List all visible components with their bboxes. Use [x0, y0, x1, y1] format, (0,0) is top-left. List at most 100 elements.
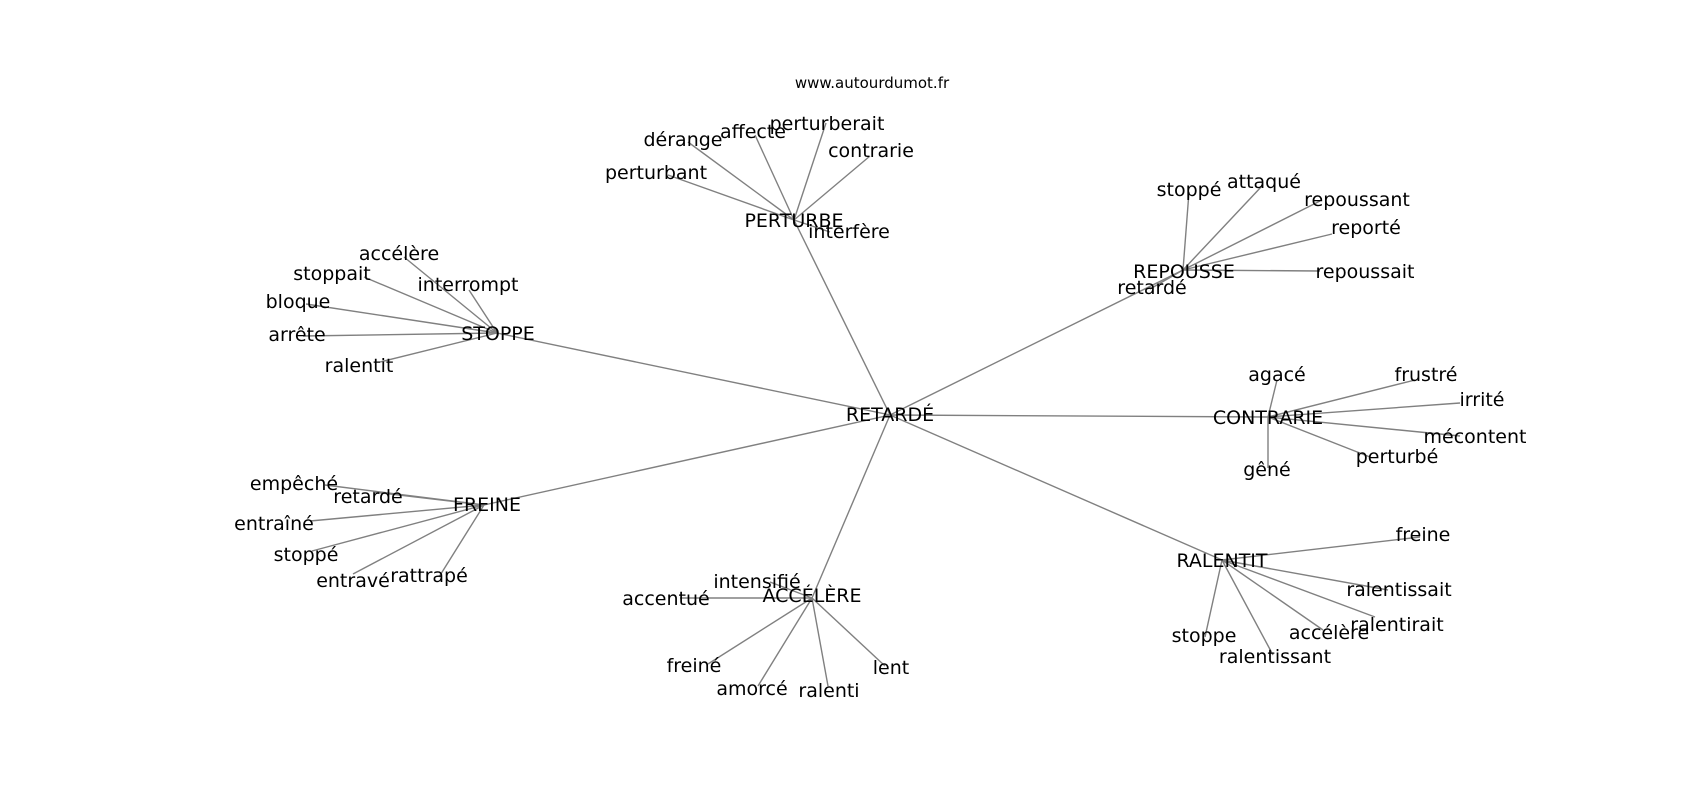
graph-labels: www.autourdumot.fr RETARDÉ PERTURBE dérang…: [234, 74, 1526, 702]
leaf-node-repousse-attaque[interactable]: attaqué: [1227, 171, 1301, 193]
leaf-node-contrarie-irrite[interactable]: irrité: [1460, 389, 1505, 411]
edge-center-contrarie: [889, 414, 1269, 418]
leaf-node-stoppe-interrompt[interactable]: interrompt: [418, 274, 519, 296]
cluster-node-contrarie[interactable]: CONTRARIE: [1213, 407, 1323, 429]
leaf-node-perturbe-contrarie[interactable]: contrarie: [828, 140, 914, 162]
leaf-node-stoppe-bloque[interactable]: bloque: [266, 291, 331, 313]
edge-accelere-freine: [707, 597, 813, 665]
cluster-node-repousse[interactable]: REPOUSSE: [1133, 261, 1235, 283]
leaf-node-ralentit-ralentirait[interactable]: ralentirait: [1350, 614, 1443, 636]
edge-repousse-reporte: [1182, 233, 1333, 271]
edge-repousse-repoussait: [1182, 269, 1321, 272]
edge-perturbe-interfere: [793, 219, 831, 233]
leaf-node-accelere-freine[interactable]: freiné: [667, 655, 722, 677]
edge-freine-entraine: [309, 504, 485, 522]
center-node-label[interactable]: RETARDÉ: [846, 403, 934, 426]
edge-stoppe-interrompt: [468, 289, 498, 334]
edge-stoppe-ralentit: [379, 332, 498, 363]
edge-center-repousse: [889, 269, 1184, 416]
edge-ralentit-ralentissait: [1221, 559, 1389, 591]
leaf-node-repousse-retarde[interactable]: retardé: [1117, 277, 1186, 299]
edge-center-perturbe: [793, 219, 891, 416]
edge-stoppe-bloque: [305, 303, 498, 334]
edge-perturbe-contrarie: [793, 155, 871, 221]
edge-repousse-attaque: [1182, 185, 1263, 271]
edge-accelere-amorce: [757, 597, 813, 687]
leaf-node-freine-stoppe[interactable]: stoppé: [274, 544, 339, 566]
edge-contrarie-perturbe: [1267, 416, 1371, 458]
edge-center-ralentit: [889, 414, 1223, 561]
leaf-node-repousse-repoussait[interactable]: repoussait: [1316, 261, 1415, 283]
edge-perturbe-perturberait: [793, 122, 827, 221]
edge-ralentit-accelere: [1221, 559, 1324, 631]
leaf-node-freine-empeche[interactable]: empêché: [250, 473, 338, 495]
leaf-node-perturbe-affecte[interactable]: affecte: [720, 121, 786, 143]
leaf-node-perturbe-perturbant[interactable]: perturbant: [605, 162, 707, 184]
edge-repousse-stoppe: [1182, 191, 1190, 271]
edge-contrarie-mecontent: [1267, 416, 1461, 437]
edge-repousse-repoussant: [1182, 200, 1321, 271]
leaf-node-stoppe-accelere[interactable]: accélère: [359, 243, 439, 265]
edge-perturbe-derange: [687, 141, 795, 221]
edge-ralentit-freine: [1221, 536, 1421, 561]
leaf-node-contrarie-perturbe[interactable]: perturbé: [1356, 446, 1439, 468]
edge-repousse-retarde: [1149, 269, 1184, 290]
edge-center-accelere: [811, 414, 891, 599]
leaf-node-contrarie-frustre[interactable]: frustré: [1395, 364, 1458, 386]
leaf-node-accelere-amorce[interactable]: amorcé: [716, 678, 787, 700]
leaf-node-contrarie-gene[interactable]: gêné: [1243, 459, 1290, 481]
leaf-node-repousse-stoppe[interactable]: stoppé: [1157, 179, 1222, 201]
leaf-node-accelere-accentue[interactable]: accentué: [622, 588, 709, 610]
leaf-node-ralentit-ralentissant[interactable]: ralentissant: [1219, 646, 1331, 668]
edge-center-freine: [483, 414, 891, 506]
leaf-node-freine-entraine[interactable]: entraîné: [234, 513, 314, 535]
leaf-node-ralentit-stoppe[interactable]: stoppe: [1172, 625, 1237, 647]
cluster-node-perturbe[interactable]: PERTURBE: [744, 210, 843, 232]
edge-center-stoppe: [496, 332, 891, 416]
leaf-node-contrarie-agace[interactable]: agacé: [1248, 364, 1305, 386]
leaf-node-ralentit-accelere[interactable]: accélère: [1289, 622, 1369, 644]
edge-stoppe-accelere: [403, 256, 498, 334]
leaf-node-perturbe-interfere[interactable]: interfère: [808, 221, 890, 243]
leaf-node-perturbe-derange[interactable]: dérange: [644, 129, 723, 151]
leaf-node-repousse-reporte[interactable]: reporté: [1331, 217, 1401, 239]
cluster-node-freine[interactable]: FREINE: [453, 494, 521, 516]
edge-contrarie-frustre: [1267, 379, 1416, 418]
edge-freine-stoppe: [311, 504, 485, 552]
edge-accelere-intensifie: [769, 581, 813, 599]
leaf-node-freine-entrave[interactable]: entravé: [316, 570, 390, 592]
edge-accelere-lent: [811, 597, 886, 667]
cluster-node-stoppe[interactable]: STOPPE: [461, 323, 535, 345]
edge-ralentit-ralentissant: [1221, 559, 1274, 656]
cluster-node-accelere[interactable]: ACCÉLÈRE: [763, 584, 862, 607]
leaf-node-accelere-ralenti[interactable]: ralenti: [798, 680, 859, 702]
edge-freine-rattrape: [438, 504, 485, 578]
leaf-node-freine-retarde[interactable]: retardé: [333, 486, 402, 508]
leaf-node-ralentit-freine[interactable]: freine: [1396, 524, 1451, 546]
leaf-node-accelere-lent[interactable]: lent: [873, 657, 909, 679]
edge-stoppe-stoppait: [363, 276, 498, 334]
edge-contrarie-irrite: [1267, 402, 1461, 418]
graph-edges: [302, 122, 1461, 687]
site-url: www.autourdumot.fr: [795, 74, 950, 92]
leaf-node-stoppe-ralentit[interactable]: ralentit: [325, 355, 394, 377]
edge-accelere-ralenti: [811, 597, 829, 687]
edge-perturbe-affecte: [754, 134, 795, 221]
edge-ralentit-ralentirait: [1221, 559, 1376, 618]
leaf-node-stoppe-arrete[interactable]: arrête: [268, 324, 325, 346]
leaf-node-perturbe-perturberait[interactable]: perturberait: [770, 113, 885, 135]
leaf-node-repousse-repoussant[interactable]: repoussant: [1304, 189, 1410, 211]
leaf-node-stoppe-stoppait[interactable]: stoppait: [293, 263, 370, 285]
leaf-node-accelere-intensifie[interactable]: intensifié: [713, 571, 800, 593]
cluster-node-ralentit[interactable]: RALENTIT: [1176, 550, 1267, 572]
edge-perturbe-perturbant: [667, 174, 795, 221]
leaf-node-ralentit-ralentissait[interactable]: ralentissait: [1346, 579, 1451, 601]
edge-contrarie-agace: [1267, 379, 1278, 418]
edge-ralentit-stoppe: [1204, 559, 1223, 638]
edge-stoppe-arrete: [302, 332, 498, 337]
leaf-node-contrarie-mecontent[interactable]: mécontent: [1424, 426, 1527, 448]
edge-freine-retarde: [372, 491, 485, 506]
leaf-node-freine-rattrape[interactable]: rattrapé: [390, 565, 468, 587]
edge-freine-entrave: [352, 504, 485, 575]
